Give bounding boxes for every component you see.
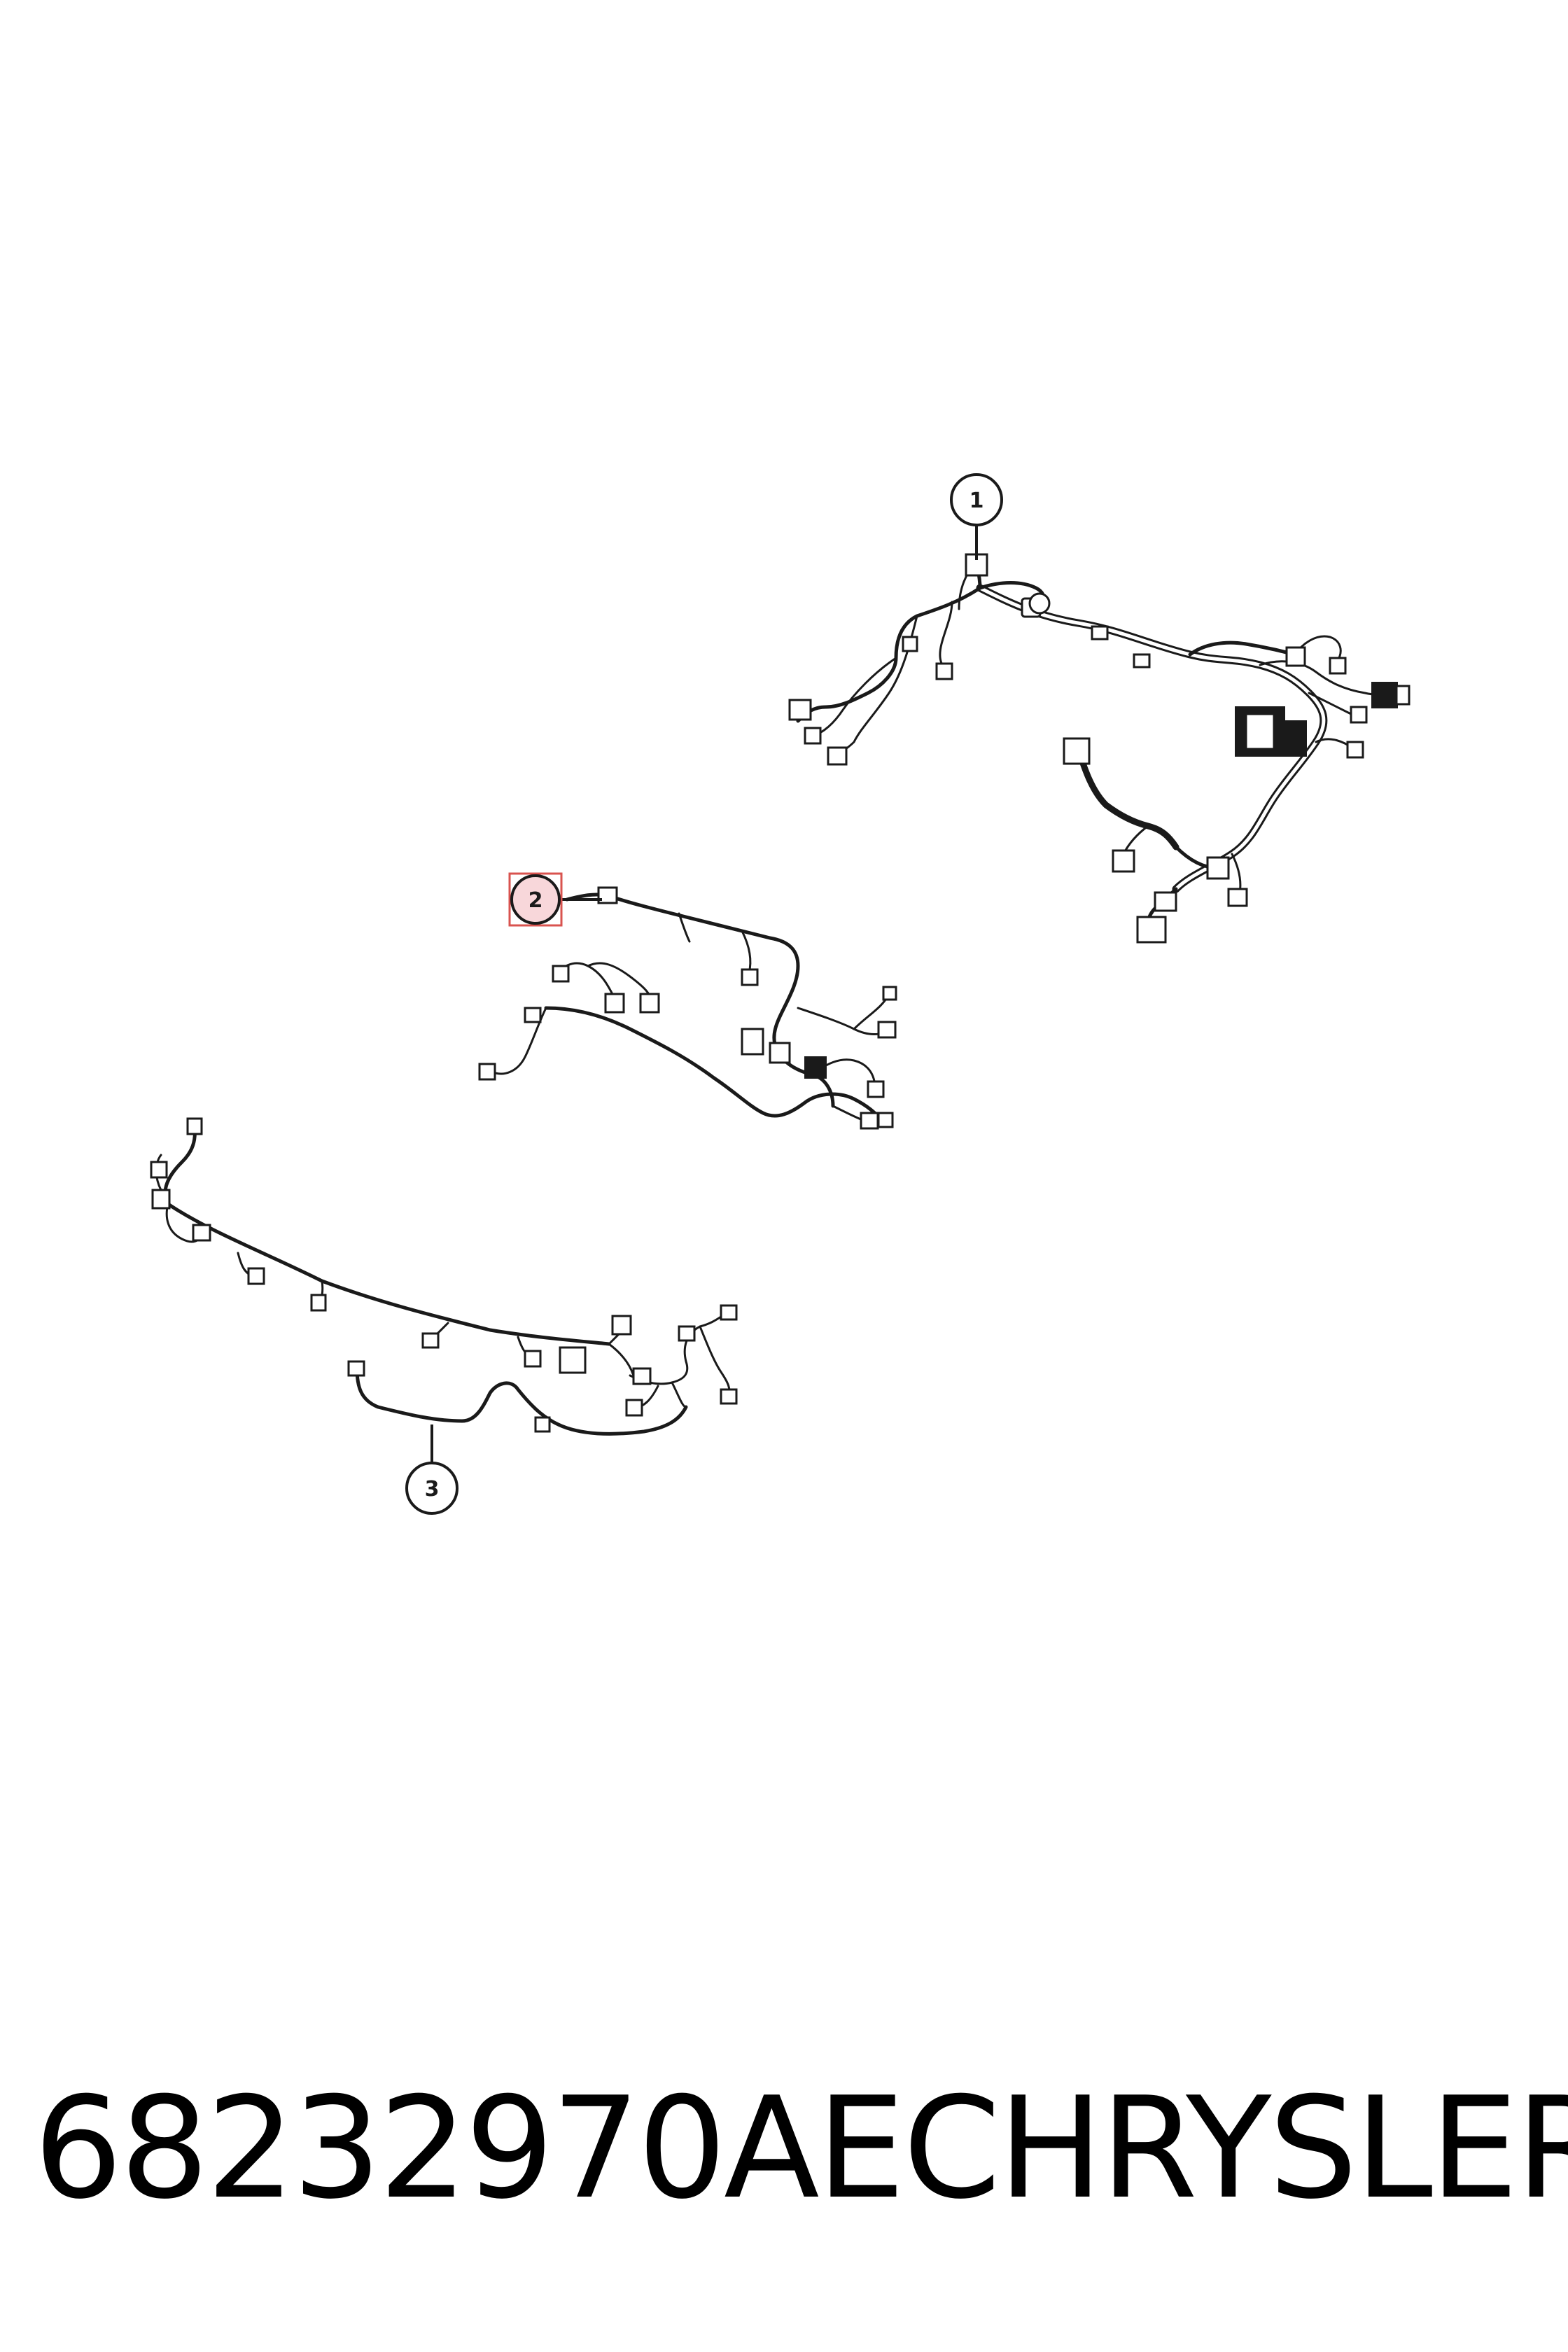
callout-2-circle	[510, 874, 561, 925]
wiring-harness-1[interactable]	[788, 553, 1410, 944]
wiring-harness-3[interactable]	[150, 1117, 738, 1436]
callout-1-label: 1	[969, 489, 984, 513]
callout-3-label: 3	[425, 1477, 440, 1502]
brand-name: CHRYSLER	[903, 2067, 1568, 2230]
callout-2[interactable]: 2	[508, 872, 602, 927]
callout-2-label: 2	[528, 888, 543, 913]
wiring-harness-2[interactable]	[478, 886, 897, 1130]
callout-1[interactable]: 1	[950, 473, 1003, 560]
part-number: 68232970AE	[34, 2067, 905, 2230]
callout-3[interactable]: 3	[405, 1424, 458, 1515]
callout-1-circle	[950, 473, 1003, 526]
callout-3-circle	[405, 1462, 458, 1515]
callout-2-highlight-box	[508, 872, 563, 927]
